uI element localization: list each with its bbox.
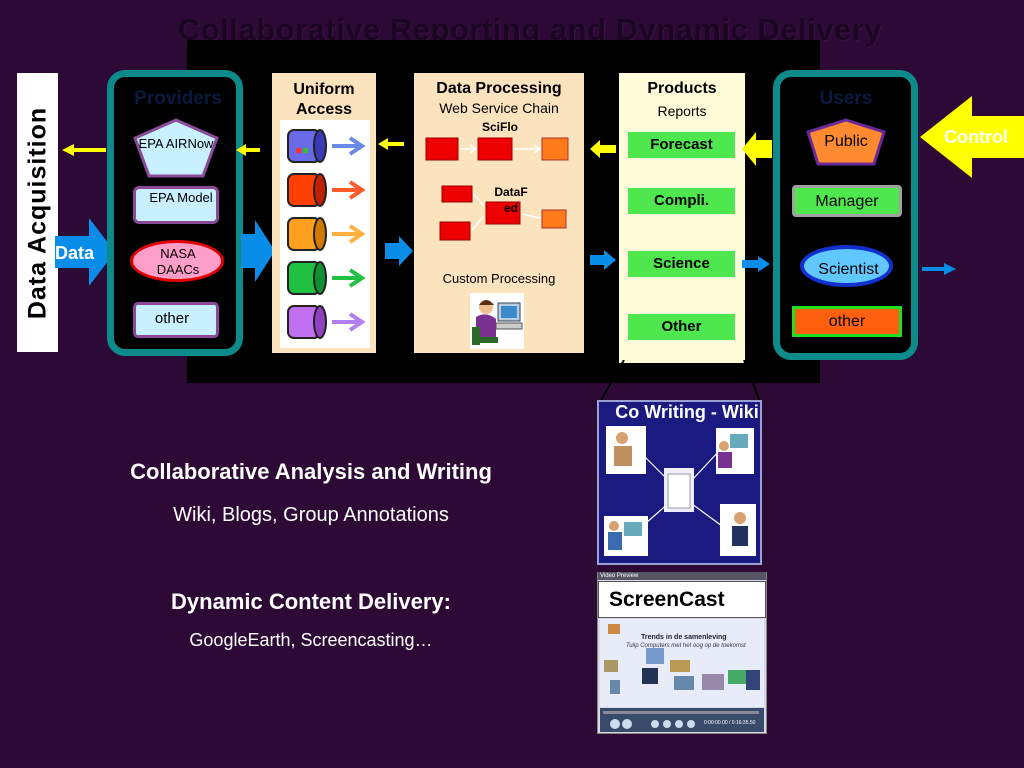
data-arrow-icon — [55, 218, 115, 286]
provider-nasa-daacs-shape[interactable] — [130, 240, 224, 282]
database-cylinders — [287, 129, 366, 339]
right-arrow-icon — [922, 263, 956, 275]
uniform-access-heading: Uniform Access — [293, 81, 355, 118]
provider-epa-model: EPA Model — [149, 190, 213, 205]
right-arrow-icon — [385, 236, 413, 266]
left-arrow-icon — [742, 132, 772, 166]
database-icon — [287, 261, 366, 295]
user-other: other — [828, 313, 866, 330]
database-icon — [287, 173, 366, 207]
products-subheading: Reports — [657, 103, 707, 119]
connector-lines — [599, 360, 761, 403]
screencast-window-title: Video Preview — [598, 572, 766, 580]
product-other[interactable]: Other — [626, 312, 737, 342]
database-icon — [287, 305, 366, 339]
left-arrow-icon — [378, 138, 404, 150]
analysis-sub: Wiki, Blogs, Group Annotations — [173, 504, 449, 526]
screencast-slide-thumbnails — [604, 624, 760, 694]
delivery-heading: Dynamic Content Delivery: — [171, 589, 451, 614]
play-icon — [610, 719, 620, 729]
cowriting-title: Co Writing - Wiki — [615, 402, 759, 422]
datafed-label: DataF ed — [494, 185, 528, 215]
screencast-label: ScreenCast — [598, 581, 766, 618]
providers-heading: Providers — [134, 88, 222, 109]
analysis-heading: Collaborative Analysis and Writing — [130, 459, 492, 484]
collaboration-network-icon — [604, 426, 756, 556]
media-controls — [603, 711, 759, 729]
user-public[interactable]: Public — [824, 133, 868, 150]
provider-nasa-daacs: NASA DAACs — [156, 246, 200, 277]
workflow-diagram — [425, 137, 569, 241]
user-scientist-shape[interactable] — [800, 245, 893, 287]
sciflo-label: SciFlo — [481, 120, 518, 134]
user-manager-box[interactable] — [792, 185, 902, 217]
control-arrow-icon — [920, 96, 1024, 178]
provider-epa-airnow[interactable]: EPA AIRNow — [138, 136, 214, 151]
data-acquisition-label: Data Acquisition — [17, 73, 58, 352]
data-processing-subheading: Web Service Chain — [439, 100, 559, 116]
data-arrow-label: Data — [55, 243, 95, 263]
left-arrow-icon — [62, 144, 106, 156]
provider-other-box[interactable] — [133, 302, 219, 338]
data-processing-heading: Data Processing — [436, 80, 562, 97]
right-arrow-icon — [590, 250, 616, 270]
user-public-shape — [806, 118, 886, 166]
right-arrow-icon — [241, 220, 275, 282]
custom-processing-label: Custom Processing — [442, 271, 556, 286]
screencast-slide-title: Trends in de samenleving — [641, 634, 727, 641]
left-arrow-icon — [590, 140, 616, 158]
product-compliance[interactable]: Compli. — [626, 186, 737, 216]
database-icon — [287, 217, 366, 251]
products-heading: Products — [647, 80, 717, 97]
product-forecast[interactable]: Forecast — [626, 130, 737, 160]
stop-icon — [622, 719, 632, 729]
data-acquisition-text: Data Acquisition — [23, 106, 51, 319]
screencast-slide-subtitle: Tulip Computers met het oog op de toekom… — [626, 643, 746, 649]
user-other-box[interactable] — [792, 306, 902, 337]
right-arrow-icon — [742, 256, 770, 272]
delivery-sub: GoogleEarth, Screencasting… — [189, 630, 433, 650]
product-science[interactable]: Science — [626, 249, 737, 279]
media-timecode: 0:00:00.00 / 0:16:35.50 — [704, 720, 756, 726]
control-label: Control — [944, 127, 1008, 147]
left-arrow-icon — [236, 144, 260, 156]
user-manager: Manager — [815, 193, 879, 210]
user-scientist: Scientist — [818, 261, 879, 278]
database-icon — [287, 129, 366, 163]
users-heading: Users — [819, 88, 873, 109]
provider-epa-model-box[interactable] — [133, 186, 219, 224]
person-computer-icon — [470, 293, 524, 349]
epa-airnow-shape — [133, 118, 219, 178]
provider-other: other — [154, 310, 190, 327]
